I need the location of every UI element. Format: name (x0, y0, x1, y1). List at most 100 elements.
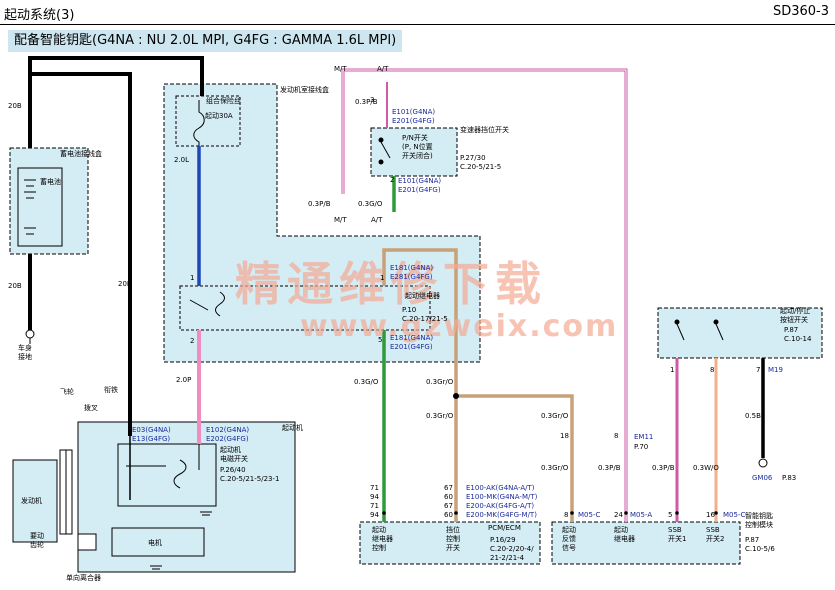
wire-label: 0.3P/B (598, 464, 621, 472)
pin-number: 3 (370, 96, 374, 104)
wire-label: 0.3Gr/O (541, 464, 569, 472)
connector-label: M05-C (578, 511, 600, 519)
pcm-pin-label: 控制 (372, 543, 386, 552)
pin-number: 1 (380, 274, 384, 282)
pin-number: 94 (370, 511, 379, 519)
connector-label: E100-MK(G4NA-M/T) (466, 493, 538, 501)
pn-switch-icon (378, 137, 391, 165)
pin-number: 1 (190, 274, 194, 282)
smk-pin-label: 反馈 (562, 534, 576, 543)
connector-label: E200-AK(G4FG-A/T) (466, 502, 534, 510)
connector-label: M05-C (723, 511, 745, 519)
connector-ref: P.70 (634, 443, 648, 451)
pin-number: 60 (444, 493, 453, 501)
smk-pin-label: 起动 (614, 525, 628, 534)
pin-number: 60 (444, 511, 453, 519)
page-header: 起动系统(3) SD360-3 (0, 0, 835, 25)
wire-label: 0.3Gr/O (541, 412, 569, 420)
label-pcm-ref: 21-2/21-4 (490, 554, 525, 562)
pin-number: 71 (370, 502, 379, 510)
label-ring-gear: 要动 (30, 531, 44, 540)
diagram-subtitle: 配备智能钥匙(G4NA : NU 2.0L MPI, G4FG : GAMMA … (8, 30, 403, 52)
pin-number: 67 (444, 484, 453, 492)
wire-label: 2.0P (176, 376, 191, 384)
label-pn-switch: 开关闭合) (402, 151, 433, 160)
box-start-stop (657, 307, 823, 359)
wire-label: M/T (334, 65, 347, 73)
label-ground: 车身 (18, 343, 32, 352)
pin-number: 8 (614, 432, 618, 440)
connector-label: E201(G4FG) (398, 186, 441, 194)
pcm-pin-label: 继电器 (372, 534, 393, 543)
page-title: 起动系统(3) (4, 8, 75, 23)
label-engine-box: 发动机室接线盒 (280, 85, 329, 94)
ground-icon-gm06 (758, 458, 768, 468)
pin-number: 2 (190, 337, 194, 345)
label-starter: 起动机 (282, 423, 303, 432)
label-battery: 蓄电池 (40, 177, 61, 186)
smk-pin-label: 开关2 (706, 534, 724, 543)
pin-number: 71 (370, 484, 379, 492)
pin-number: 94 (370, 493, 379, 501)
page-code: SD360-3 (772, 4, 829, 19)
smk-pin-label: 起动 (562, 525, 576, 534)
label-trans-switch: 变速器挡位开关 (460, 125, 509, 134)
connector-ref: P.83 (782, 474, 796, 482)
connector-label: E100-AK(G4NA-A/T) (466, 484, 535, 492)
watermark: 精通维修下载 (235, 257, 547, 311)
one-way-clutch-icon (77, 533, 97, 551)
pin-number: 5 (668, 511, 672, 519)
label-relay-ref: P.10 (402, 306, 416, 314)
wire-label: M/T (334, 216, 347, 224)
label-battery-box: 蓄电池接线盒 (60, 149, 102, 158)
label-start-stop-ref: C.10-14 (784, 335, 812, 343)
label-pn-switch: (P, N位置 (402, 142, 433, 151)
wire-label: 20B (8, 282, 22, 290)
wire-label: A/T (377, 65, 389, 73)
wire-20b-starter (28, 58, 132, 436)
box-trans-switch (370, 127, 458, 177)
wire-label: 0.3P/B (308, 200, 331, 208)
box-engine (12, 449, 73, 543)
ground-icon (25, 329, 35, 344)
label-pcm-ref: C.20-2/20-4/ (490, 545, 534, 553)
label-smart-key: 智能钥匙 (745, 511, 773, 520)
connector-label: E03(G4NA) (132, 426, 171, 434)
connector-label: E181(G4NA) (390, 334, 433, 342)
pcm-pin-label: 挡位 (446, 525, 460, 534)
pin-number: 1 (670, 366, 674, 374)
pcm-pin-label: 起动 (372, 525, 386, 534)
watermark-url: www.gzweix.com (300, 309, 618, 344)
label-flywheel: 飞轮 (60, 387, 74, 396)
wire-pink-mt-inner (342, 69, 627, 522)
label-relay: 起动继电器 (405, 291, 440, 300)
connector-label: E101(G4NA) (392, 108, 435, 116)
ground-icon-solenoid (200, 511, 212, 516)
smk-pin-label: SSB (706, 526, 720, 534)
connector-label: E202(G4FG) (206, 435, 249, 443)
label-pcm-ref: P.16/29 (490, 536, 516, 544)
connector-label: E101(G4NA) (398, 177, 441, 185)
battery-icon (24, 179, 36, 235)
label-fork: 拨叉 (84, 403, 98, 412)
start-stop-switch-icon (674, 319, 724, 341)
solenoid-coil-icon (126, 459, 187, 489)
wire-label: 0.5B (745, 412, 761, 420)
pin-number: 16 (706, 511, 715, 519)
label-pn-switch: P/N开关 (402, 133, 428, 142)
label-relay-ref: C.20-17/21-5 (402, 315, 448, 323)
pcm-pin-label: 控制 (446, 534, 460, 543)
connector-label: EM11 (634, 433, 653, 441)
wire-label: 20B (8, 102, 22, 110)
wire-label: 0.3Gr/O (426, 412, 454, 420)
wire-label: 0.3P/B (355, 98, 378, 106)
pin-number: 8 (564, 511, 568, 519)
box-starter (77, 421, 296, 573)
connector-label: E201(G4FG) (390, 343, 433, 351)
smk-pin-label: SSB (668, 526, 682, 534)
smk-pin-label: 信号 (562, 543, 576, 552)
label-solenoid: 起动机 (220, 445, 241, 454)
label-fuse-combo: 组合保险丝 (206, 96, 241, 105)
fuse-symbol (193, 100, 205, 146)
